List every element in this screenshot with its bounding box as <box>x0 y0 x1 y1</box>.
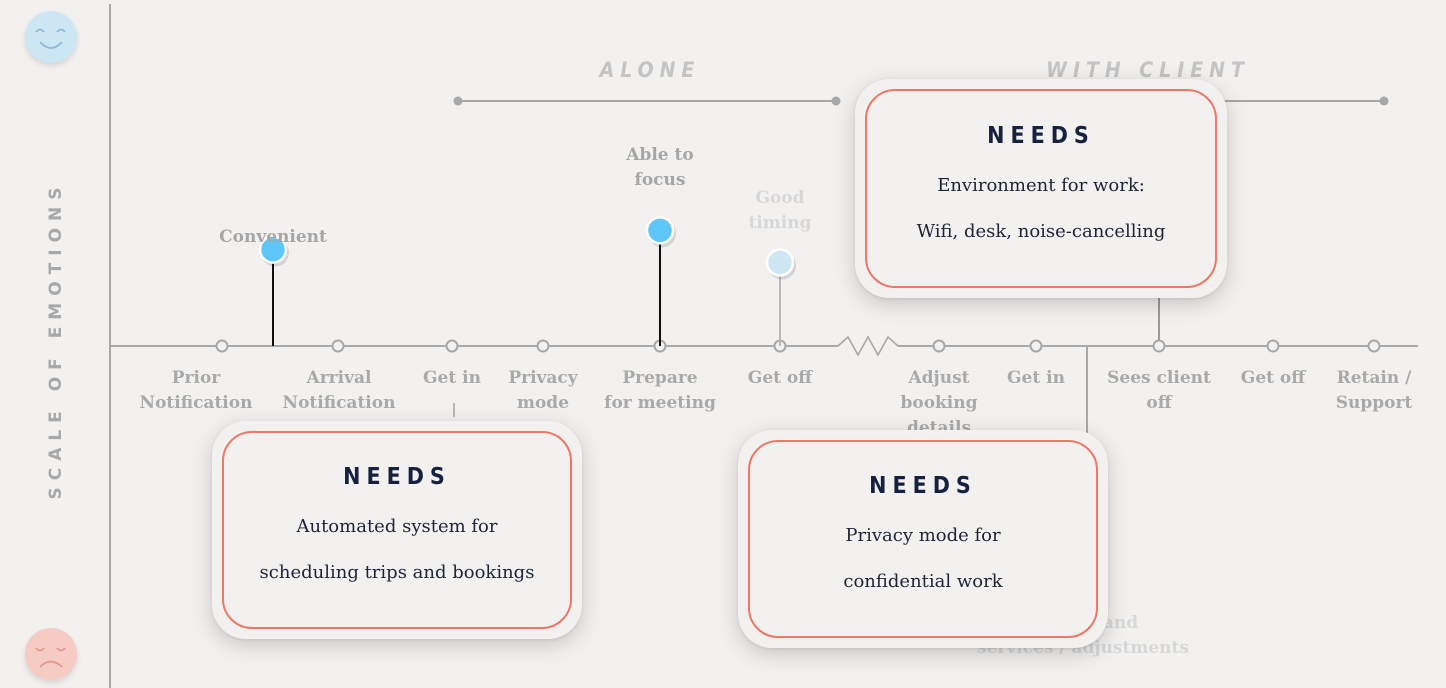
needs-card-line: Automated system for <box>296 516 498 537</box>
happy-face-icon <box>25 11 77 63</box>
step-label: Retain / Support <box>1335 368 1413 413</box>
needs-card-line: Privacy mode for <box>845 525 1001 546</box>
needs-card-line: Environment for work: <box>937 174 1145 196</box>
needs-card-line: Wifi, desk, noise-cancelling <box>916 220 1166 242</box>
sad-face-icon <box>25 628 77 680</box>
needs-card-line: confidential work <box>843 571 1003 592</box>
step-label: Sees client off <box>1107 368 1211 413</box>
step-label: Get off <box>747 368 813 388</box>
emotion-label-convenient: Convenient <box>219 227 327 247</box>
step-node <box>1152 339 1166 353</box>
step-node <box>536 339 550 353</box>
step-label: Prepare for meeting <box>604 368 716 413</box>
emotion-label-able-to-focus: Able to focus <box>626 145 694 190</box>
step-node <box>1367 339 1381 353</box>
needs-card-title: NEEDS <box>869 473 977 499</box>
needs-card-environment: NEEDS Environment for work: Wifi, desk, … <box>855 79 1227 298</box>
step-node <box>1266 339 1280 353</box>
step-label: Get in <box>1007 368 1065 388</box>
needs-card-line: scheduling trips and bookings <box>259 562 535 583</box>
needs-card-privacy-mode: NEEDS Privacy mode for confidential work <box>738 430 1108 648</box>
step-node <box>932 339 946 353</box>
section-bar-end <box>1379 96 1389 106</box>
emotion-point <box>765 248 795 277</box>
section-bar-end <box>453 96 463 106</box>
step-label: Get off <box>1240 368 1306 388</box>
step-label: Privacy mode <box>508 368 578 413</box>
emotion-point <box>645 216 675 245</box>
step-label: Prior Notification <box>139 368 253 413</box>
section-label-alone: ALONE <box>599 58 701 82</box>
step-node <box>331 339 345 353</box>
step-node <box>445 339 459 353</box>
axis-title: SCALE OF EMOTIONS <box>46 180 66 500</box>
step-node <box>215 339 229 353</box>
needs-card-automated-system: NEEDS Automated system for scheduling tr… <box>212 421 582 639</box>
step-label: Get in <box>423 368 481 388</box>
emotion-point <box>258 235 288 264</box>
timeline-break <box>837 335 899 357</box>
section-bar-end <box>831 96 841 106</box>
emotion-label-good-timing: Good timing <box>748 188 812 233</box>
section-label-with-client: WITH CLIENT <box>1046 58 1250 82</box>
needs-card-title: NEEDS <box>987 122 1095 149</box>
step-node <box>1029 339 1043 353</box>
step-label: Arrival Notification <box>282 368 396 413</box>
needs-card-title: NEEDS <box>343 464 451 490</box>
